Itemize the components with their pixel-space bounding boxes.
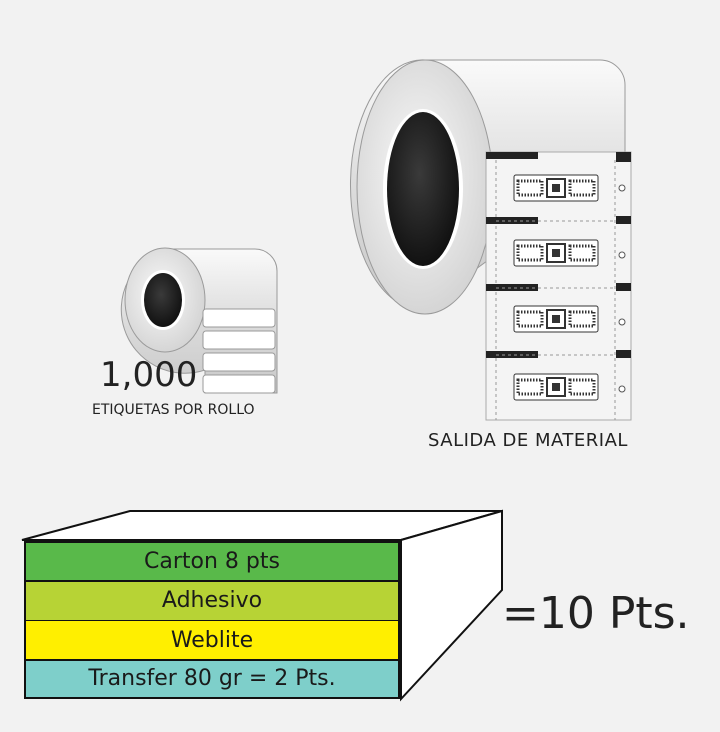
layer-band: Carton 8 pts [24, 541, 400, 582]
layer-band: Transfer 80 gr = 2 Pts. [24, 659, 400, 699]
total-thickness: =10 Pts. [502, 588, 690, 639]
small-roll-core [144, 273, 182, 327]
label-strips [486, 152, 631, 358]
rfid-inlay [513, 373, 599, 401]
large-roll [349, 59, 632, 421]
large-roll-core [387, 112, 459, 266]
layer-stack-box [21, 509, 503, 702]
rfid-inlay [513, 174, 599, 202]
sensor-holes [618, 184, 626, 393]
layer-band: Adhesivo [24, 580, 400, 622]
small-roll-labels [202, 308, 276, 394]
rfid-inlay [513, 305, 599, 333]
labels-per-roll-caption: ETIQUETAS POR ROLLO [92, 402, 255, 418]
layer-band: Weblite [24, 620, 400, 661]
material-output-caption: SALIDA DE MATERIAL [428, 430, 628, 451]
rfid-inlay [513, 239, 599, 267]
small-roll [120, 247, 278, 394]
stack-side-face [400, 509, 503, 702]
labels-per-roll-count: 1,000 [100, 355, 198, 395]
